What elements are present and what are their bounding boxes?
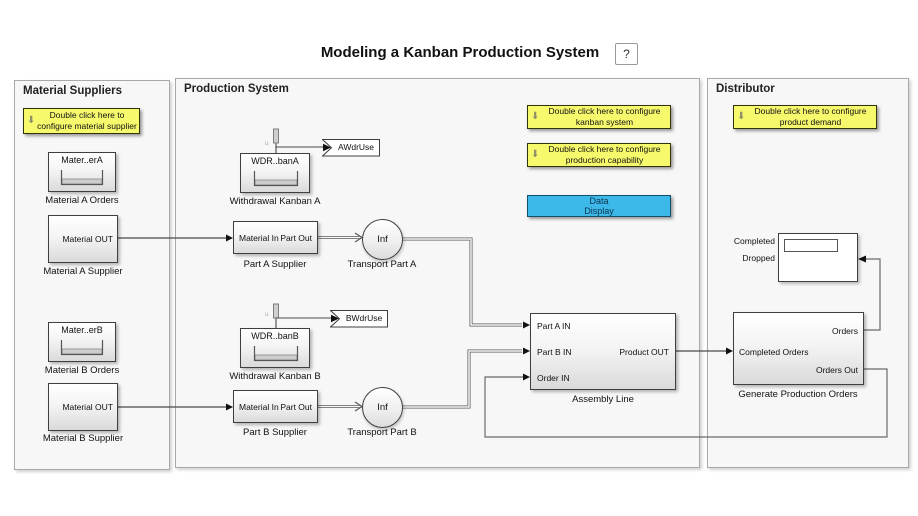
block-label: Part B Supplier	[243, 427, 307, 438]
down-arrow-icon: ⬇	[531, 149, 540, 160]
help-button[interactable]: ?	[615, 43, 638, 65]
goto-tag-label: BWdrUse	[345, 313, 383, 323]
port-material-in: Material In	[239, 233, 279, 243]
signal-probe-a[interactable]	[273, 128, 279, 144]
block-title: WDR..banA	[251, 156, 299, 166]
arrowhead-icon	[523, 347, 530, 355]
down-arrow-icon: ⬇	[531, 111, 540, 122]
note-line: Double click here to configure	[548, 144, 661, 155]
block-label: Transport Part B	[347, 427, 417, 438]
block-value: Inf	[377, 402, 388, 413]
block-label: Part A Supplier	[243, 259, 307, 270]
note-line: Double click here to configure	[754, 106, 867, 117]
wire-orders-out-loop[interactable]	[484, 368, 888, 438]
block-title: Mater..erB	[61, 325, 103, 335]
block-material-b-supplier[interactable]: Material OUT	[48, 383, 118, 431]
block-withdrawal-kanban-a[interactable]: WDR..banA	[240, 153, 310, 193]
down-arrow-icon: ⬇	[27, 115, 36, 126]
data-display-line: Display	[584, 206, 614, 216]
arrowhead-icon	[226, 234, 233, 242]
display-port-completed: Completed	[733, 236, 775, 246]
block-assembly-line[interactable]: Part A IN Part B IN Order IN Product OUT	[530, 313, 676, 390]
goto-tag-label: AWdrUse	[337, 142, 375, 152]
area-label: Production System	[184, 83, 289, 95]
block-title: Mater..erA	[61, 155, 103, 165]
block-part-b-supplier[interactable]: Material In Part Out	[233, 390, 318, 423]
block-label: Material A Supplier	[43, 266, 123, 277]
note-line: configure material supplier	[37, 121, 137, 131]
block-display[interactable]	[778, 233, 858, 282]
area-label: Material Suppliers	[23, 85, 123, 97]
note-line: Double click here to configure	[548, 106, 661, 117]
down-arrow-icon: ⬇	[737, 111, 746, 122]
entity-path-transportb-to-assembly[interactable]	[402, 347, 530, 409]
goto-tag-shape	[322, 139, 380, 157]
queue-icon	[253, 171, 299, 187]
block-label: Assembly Line	[572, 394, 634, 405]
block-material-b-orders[interactable]: Mater..erB	[48, 322, 116, 362]
port-part-out: Part Out	[280, 233, 312, 243]
note-configure-production-capability[interactable]: ⬇ Double click here to configure product…	[527, 143, 671, 167]
port-part-a-in: Part A IN	[537, 321, 571, 331]
block-transport-part-b[interactable]: Inf	[362, 387, 403, 428]
signal-label: u	[265, 311, 269, 318]
arrowhead-icon	[523, 373, 530, 381]
queue-icon	[60, 170, 104, 186]
display-value-field	[784, 239, 838, 252]
block-label: Withdrawal Kanban B	[229, 371, 321, 382]
block-value: Inf	[377, 234, 388, 245]
arrowhead-icon	[226, 403, 233, 411]
block-label: Withdrawal Kanban A	[229, 196, 321, 207]
block-label: Transport Part A	[347, 259, 417, 270]
queue-icon	[253, 346, 299, 362]
port-part-out: Part Out	[280, 402, 312, 412]
page-title: Modeling a Kanban Production System	[320, 44, 600, 61]
data-display-line: Data	[589, 195, 609, 206]
entity-path-transporta-to-assembly[interactable]	[402, 237, 530, 329]
goto-tag-shape	[330, 310, 388, 328]
display-port-dropped: Dropped	[742, 253, 775, 263]
block-label: Material A Orders	[45, 195, 119, 206]
signal-label: u	[265, 140, 269, 147]
goto-tag-bwdruse[interactable]: BWdrUse	[330, 310, 388, 328]
arrowhead-icon	[523, 321, 530, 329]
data-display-button[interactable]: Data Display	[527, 195, 671, 217]
port-material-out: Material OUT	[62, 402, 113, 412]
queue-icon	[60, 340, 104, 356]
port-part-b-in: Part B IN	[537, 347, 572, 357]
port-product-out: Product OUT	[619, 347, 669, 357]
block-label: Generate Production Orders	[738, 389, 858, 400]
block-transport-part-a[interactable]: Inf	[362, 219, 403, 260]
block-title: WDR..banB	[251, 331, 299, 341]
arrowhead-icon	[858, 255, 866, 263]
port-orders: Orders	[832, 326, 858, 336]
port-material-out: Material OUT	[62, 234, 113, 244]
block-label: Material B Orders	[44, 365, 120, 376]
goto-tag-awdruse[interactable]: AWdrUse	[322, 139, 380, 157]
note-line: production capability	[565, 155, 644, 165]
signal-probe-b[interactable]	[273, 303, 279, 319]
note-line: product demand	[779, 117, 842, 127]
block-material-a-orders[interactable]: Mater..erA	[48, 152, 116, 192]
port-material-in: Material In	[239, 402, 279, 412]
arrowhead-icon	[323, 143, 331, 152]
note-line: kanban system	[575, 117, 634, 127]
port-completed-orders: Completed Orders	[739, 347, 809, 357]
wire-orders-to-display[interactable]	[864, 258, 881, 331]
block-part-a-supplier[interactable]: Material In Part Out	[233, 221, 318, 254]
port-order-in: Order IN	[537, 373, 570, 383]
note-line: Double click here to	[49, 110, 125, 121]
area-label: Distributor	[716, 83, 775, 95]
block-withdrawal-kanban-b[interactable]: WDR..banB	[240, 328, 310, 368]
block-label: Material B Supplier	[42, 433, 124, 444]
block-generate-production-orders[interactable]: Orders Completed Orders Orders Out	[733, 312, 864, 385]
arrowhead-icon	[726, 347, 733, 355]
note-configure-material-supplier[interactable]: ⬇ Double click here to configure materia…	[23, 108, 140, 134]
port-orders-out: Orders Out	[815, 365, 858, 375]
arrowhead-icon	[331, 314, 339, 323]
block-material-a-supplier[interactable]: Material OUT	[48, 215, 118, 263]
note-configure-kanban-system[interactable]: ⬇ Double click here to configure kanban …	[527, 105, 671, 129]
note-configure-product-demand[interactable]: ⬇ Double click here to configure product…	[733, 105, 877, 129]
